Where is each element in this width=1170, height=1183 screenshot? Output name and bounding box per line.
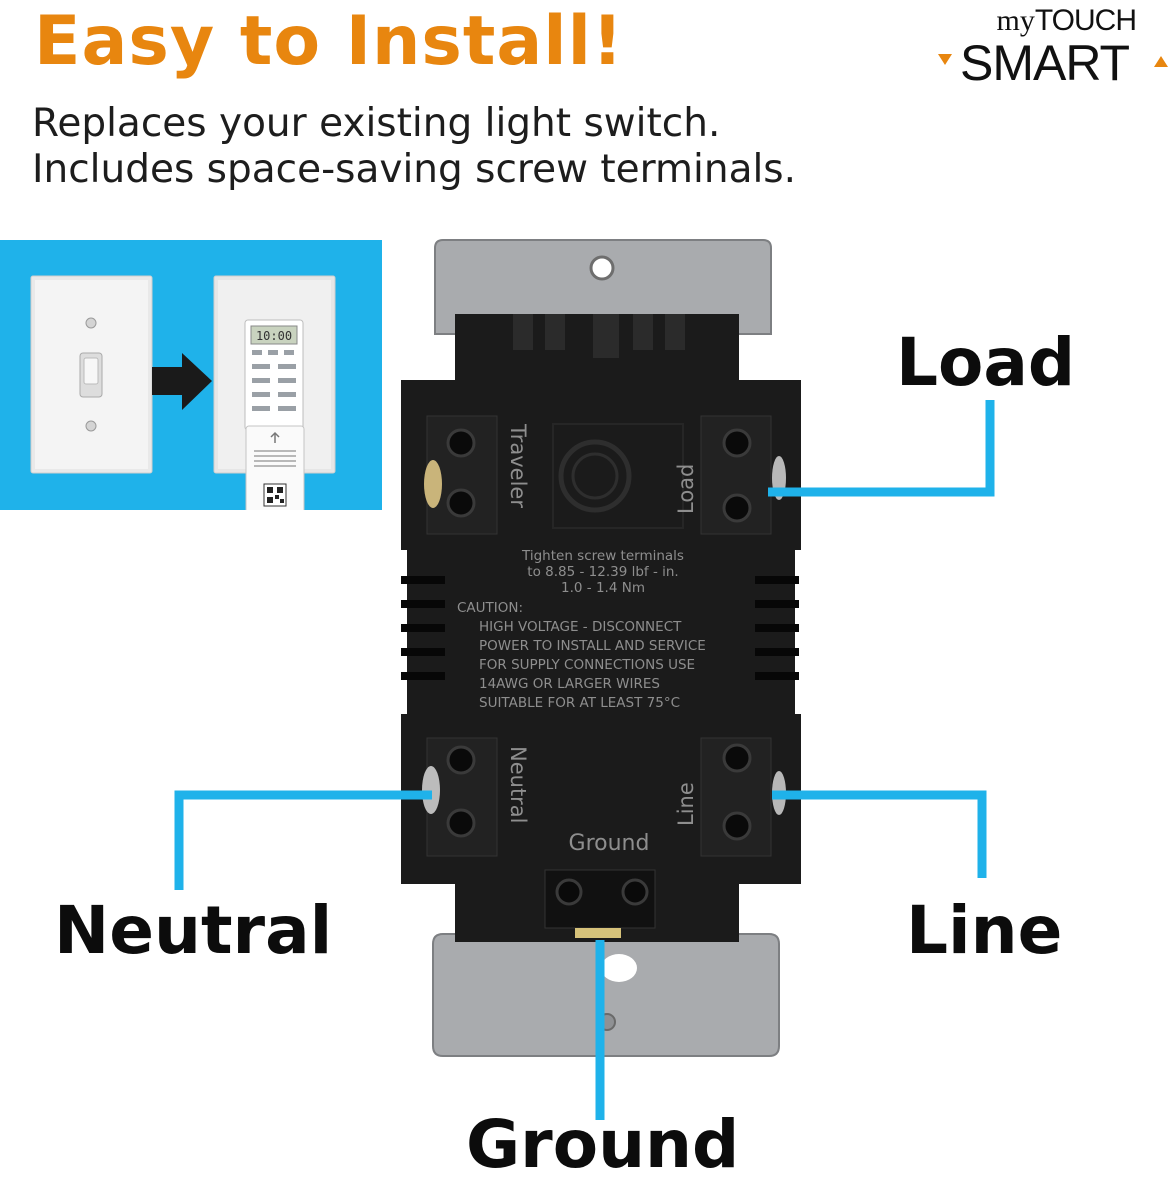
headline: Easy to Install! xyxy=(34,2,624,81)
terminal-neutral xyxy=(422,737,498,857)
switch-back-view: Traveler Load Neutral Line Ground Tighte… xyxy=(401,239,801,1057)
body-label-load: Load xyxy=(674,464,698,514)
torque-line-1: Tighten screw terminals xyxy=(521,548,684,564)
caution-line-5: SUITABLE FOR AT LEAST 75°C xyxy=(479,695,680,711)
certification-mark-icon xyxy=(552,423,684,529)
logo-top-text: myTOUCH xyxy=(996,4,1137,38)
body-label-traveler: Traveler xyxy=(506,423,530,508)
caution-line-2: POWER TO INSTALL AND SERVICE xyxy=(479,638,706,654)
logo-prefix: my xyxy=(996,4,1035,37)
body-label-ground: Ground xyxy=(569,831,650,856)
logo-right-triangle-icon xyxy=(1154,56,1168,67)
subtitle-line-2: Includes space-saving screw terminals. xyxy=(32,147,797,192)
lcd-readout: 10:00 xyxy=(256,329,292,343)
old-toggle-switch xyxy=(30,275,153,474)
caution-line-1: HIGH VOLTAGE - DISCONNECT xyxy=(479,619,682,635)
terminal-ground xyxy=(544,869,656,938)
label-line: Line xyxy=(906,892,1063,969)
strap-screw-bottom xyxy=(598,1013,616,1031)
brand-logo: myTOUCH SMART xyxy=(930,4,1170,91)
smart-switch: 10:00 xyxy=(213,275,336,525)
top-fins xyxy=(513,314,685,358)
side-vents xyxy=(401,576,799,680)
mounting-strap-bottom xyxy=(432,933,780,1057)
label-ground: Ground xyxy=(466,1106,740,1183)
torque-line-2: to 8.85 - 12.39 lbf - in. xyxy=(527,564,678,580)
before-after-panel: 10:00 xyxy=(0,240,382,525)
arrow-right-icon xyxy=(152,353,212,410)
terminal-traveler xyxy=(424,415,498,535)
label-neutral: Neutral xyxy=(54,892,333,969)
caution-title: CAUTION: xyxy=(457,600,523,616)
logo-top-word: TOUCH xyxy=(1034,4,1137,37)
mounting-strap-top xyxy=(434,239,772,335)
before-after-illustration: 10:00 xyxy=(30,275,336,525)
strap-screw-hole-bottom xyxy=(601,954,637,982)
caution-line-4: 14AWG OR LARGER WIRES xyxy=(479,676,660,692)
torque-line-3: 1.0 - 1.4 Nm xyxy=(561,580,645,596)
caution-line-3: FOR SUPPLY CONNECTIONS USE xyxy=(479,657,695,673)
terminal-line xyxy=(700,737,786,857)
logo-left-triangle-icon xyxy=(938,54,952,65)
logo-bottom-word: SMART xyxy=(960,35,1130,91)
label-load: Load xyxy=(896,324,1076,401)
strap-screw-hole-top xyxy=(589,255,615,281)
subtitle-line-1: Replaces your existing light switch. xyxy=(32,101,721,146)
body-label-line: Line xyxy=(674,782,698,826)
body-label-neutral: Neutral xyxy=(506,746,530,824)
